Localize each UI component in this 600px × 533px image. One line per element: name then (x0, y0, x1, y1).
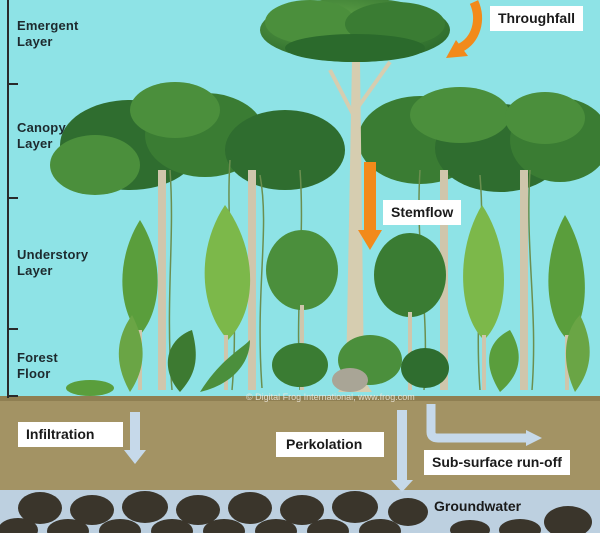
soil-top-edge (0, 396, 600, 401)
stemflow-arrow (358, 162, 382, 250)
infiltration-label: Infiltration (18, 422, 123, 447)
layer-bracket (7, 0, 18, 398)
forest-floor-plants (66, 315, 590, 396)
subsurface-runoff-label: Sub-surface run-off (424, 450, 570, 475)
subsurface-runoff-arrow (426, 404, 542, 446)
layer-label-emergent: Emergent Layer (17, 18, 79, 49)
stemflow-label: Stemflow (383, 200, 462, 225)
perkolation-label: Perkolation (276, 432, 384, 457)
groundwater-label: Groundwater (434, 498, 522, 514)
layer-label-forest-floor: Forest Floor (17, 350, 58, 381)
understory-trees (122, 205, 585, 390)
infiltration-arrow (124, 412, 146, 464)
bedrock-rocks (0, 491, 592, 533)
layer-label-canopy: Canopy Layer (17, 120, 66, 151)
emergent-tree (260, 0, 450, 392)
layer-label-understory: Understory Layer (17, 247, 89, 278)
perkolation-arrow (391, 410, 413, 492)
throughfall-arrow (446, 0, 482, 58)
image-credit: © Digital Frog International, www.frog.c… (246, 392, 415, 402)
throughfall-label: Throughfall (490, 6, 583, 31)
